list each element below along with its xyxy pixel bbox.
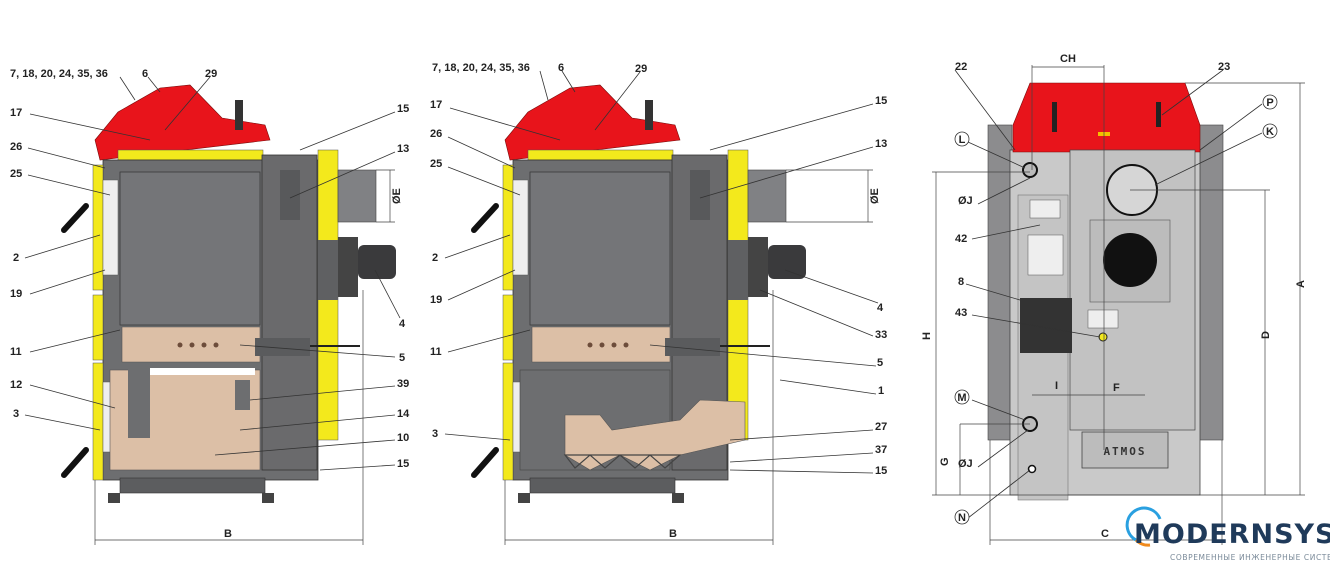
label-15-top: 15 [397,103,409,115]
dimension-g: G [939,457,951,466]
label-12: 12 [10,379,22,391]
label-23: 23 [1218,61,1230,73]
label-33: 33 [875,329,887,341]
dimension-f: F [1113,382,1120,394]
label-6: 6 [558,62,564,74]
svg-text:K: K [1266,126,1274,138]
dimension-d: D [1260,331,1272,339]
label-26: 26 [10,141,22,153]
label-29: 29 [205,68,217,80]
dimension-a: A [1295,280,1307,288]
label-15-bottom: 15 [875,465,887,477]
label-22: 22 [955,61,967,73]
dimension-ch: CH [1060,53,1076,65]
label-j-top: ØJ [958,195,973,207]
label-17: 17 [10,107,22,119]
label-27: 27 [875,421,887,433]
left-boiler-view: 7, 18, 20, 24, 35, 36 6 29 17 26 25 2 19… [10,68,410,545]
svg-text:P: P [1266,97,1273,109]
dimension-i: I [1055,380,1058,392]
logo-tagline: СОВРЕМЕННЫЕ ИНЖЕНЕРНЫЕ СИСТЕМЫ [1170,553,1330,562]
modernsys-logo: MODERNSYS СОВРЕМЕННЫЕ ИНЖЕНЕРНЫЕ СИСТЕМЫ [1125,506,1330,562]
label-17: 17 [430,99,442,111]
label-m: M [954,389,970,405]
label-26: 26 [430,128,442,140]
atmos-plate [1081,431,1169,469]
svg-text:L: L [959,134,966,146]
logo-name: MODERNSYS [1134,519,1330,550]
middle-boiler-view: 7, 18, 20, 24, 35, 36 6 29 17 26 25 2 19… [430,62,887,545]
label-7-18-20-24-35-36: 7, 18, 20, 24, 35, 36 [10,68,108,80]
label-8: 8 [958,276,964,288]
label-15-top: 15 [875,95,887,107]
label-37: 37 [875,444,887,456]
dimension-c: C [1101,528,1109,540]
label-k: K [1262,123,1278,139]
label-l: L [954,131,970,147]
label-4: 4 [399,318,406,330]
label-14: 14 [397,408,410,420]
label-25: 25 [430,158,442,170]
label-43: 43 [955,307,967,319]
label-11: 11 [430,346,442,358]
label-3: 3 [13,408,19,420]
label-3: 3 [432,428,438,440]
label-13: 13 [875,138,887,150]
svg-text:M: M [957,392,966,404]
label-p: P [1262,94,1278,110]
dimension-b: B [669,528,677,540]
label-1: 1 [878,385,884,397]
label-10: 10 [397,432,409,444]
label-19: 19 [430,294,442,306]
label-15-bottom: 15 [397,458,409,470]
label-19: 19 [10,288,22,300]
label-n: N [954,509,970,525]
label-39: 39 [397,378,409,390]
label-42: 42 [955,233,967,245]
label-25: 25 [10,168,22,180]
label-29: 29 [635,63,647,75]
label-2: 2 [432,252,438,264]
dimension-h: H [921,332,933,340]
label-5: 5 [877,357,883,369]
dimension-e: ØE [391,188,403,204]
label-11: 11 [10,346,22,358]
label-7-18-20-24-35-36: 7, 18, 20, 24, 35, 36 [432,62,530,74]
label-4: 4 [877,302,884,314]
label-5: 5 [399,352,405,364]
atmos-plate-text: ATMOS [1103,445,1146,458]
dimension-b: B [224,528,232,540]
label-13: 13 [397,143,409,155]
dimension-e: ØE [869,188,881,204]
label-j-bottom: ØJ [958,458,973,470]
label-2: 2 [13,252,19,264]
rear-boiler-view: ATMOS 22 23 P K L M N ØJ ØJ 42 8 43 CH A… [921,53,1307,545]
label-6: 6 [142,68,148,80]
svg-text:N: N [958,512,966,524]
